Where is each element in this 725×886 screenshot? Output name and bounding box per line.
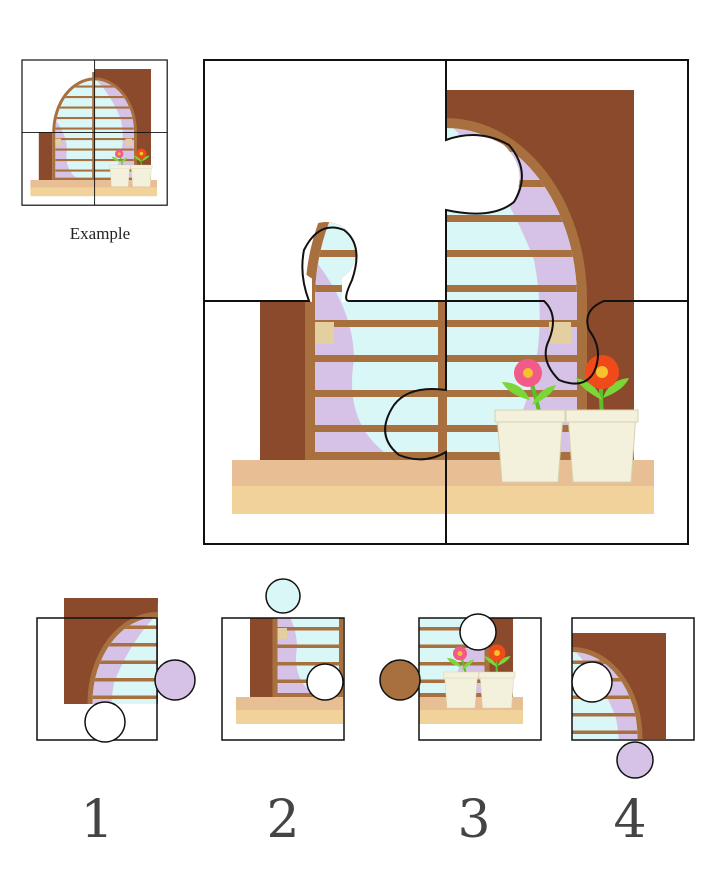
piece-option-4[interactable]: [465, 617, 695, 845]
option-number-2: 2: [266, 790, 300, 850]
option-number-1: 1: [80, 790, 114, 850]
option-number-3: 3: [457, 790, 491, 850]
piece-option-1[interactable]: [36, 598, 265, 810]
example-label: Example: [69, 224, 131, 243]
option-number-4: 4: [613, 790, 647, 850]
puzzle-cut-lines: [203, 59, 689, 545]
piece-option-3[interactable]: [312, 512, 542, 741]
example-thumbnail: [21, 59, 168, 206]
main-puzzle: [203, 59, 689, 545]
piece-option-2[interactable]: [221, 512, 447, 741]
